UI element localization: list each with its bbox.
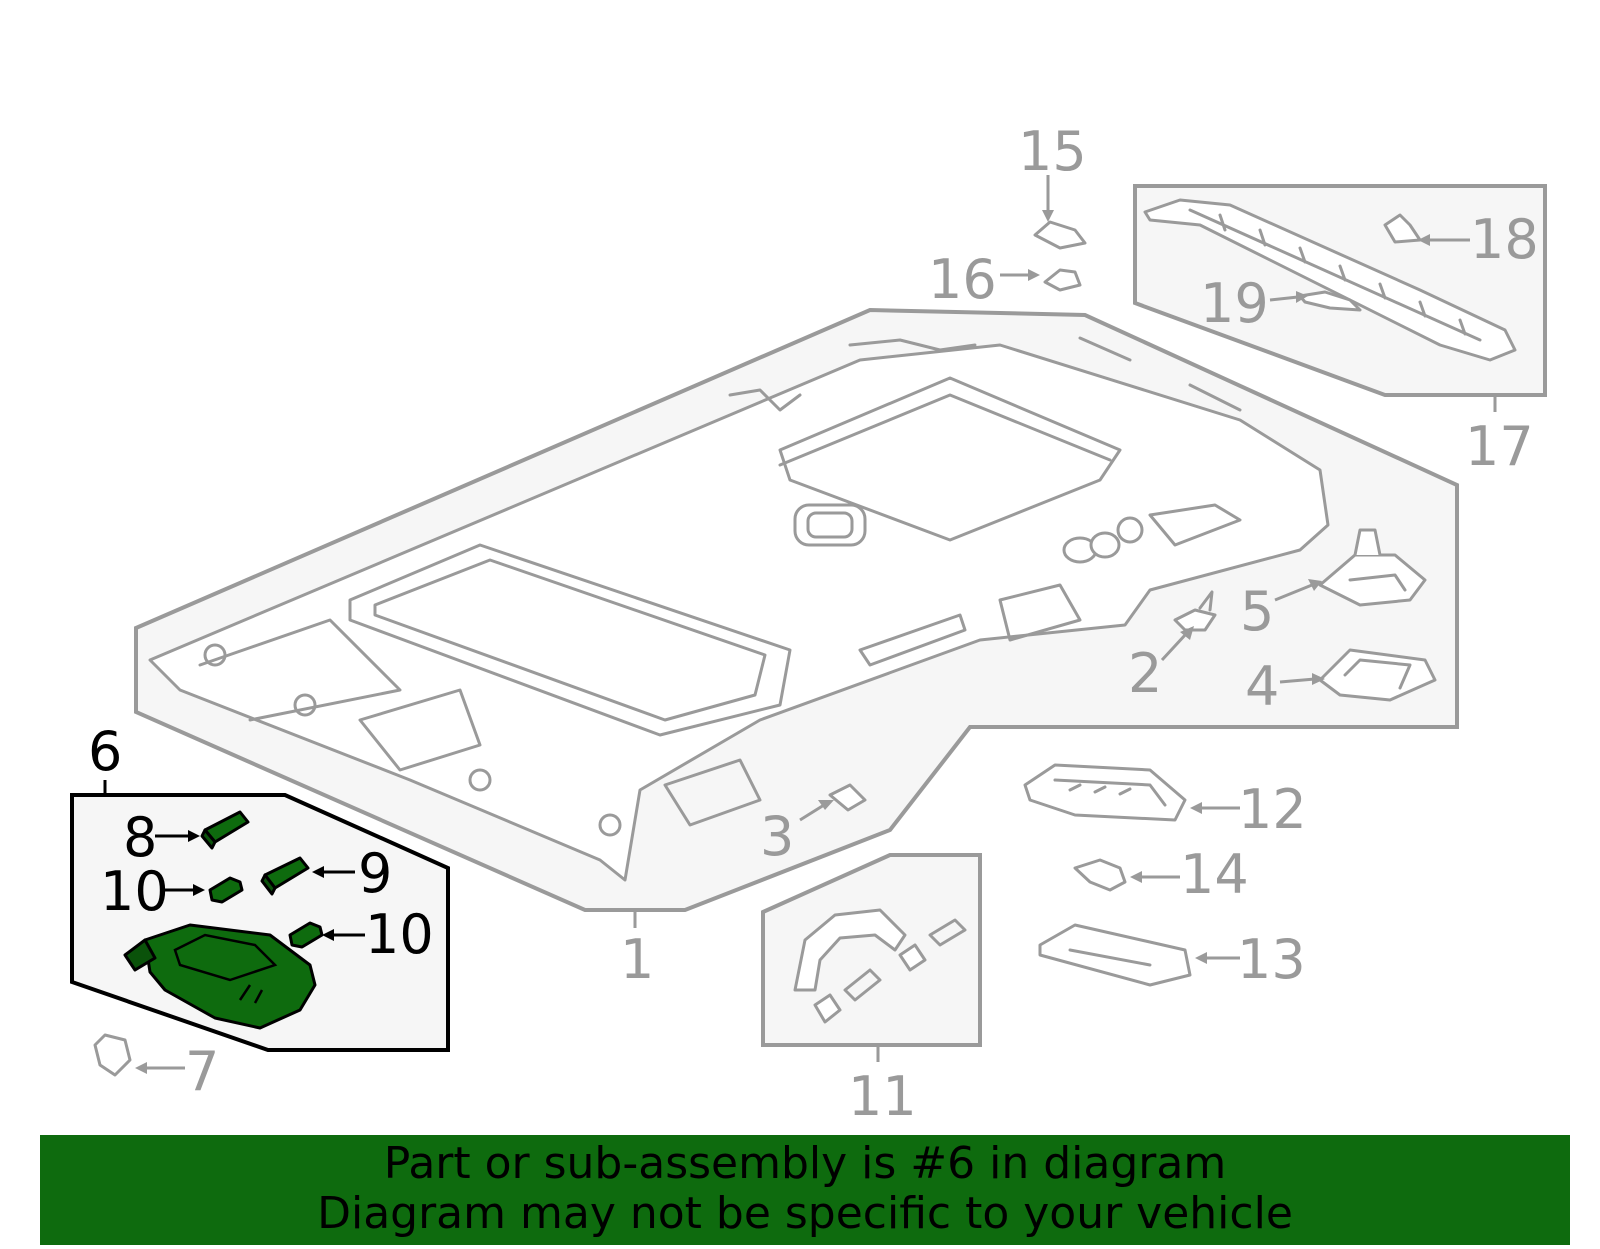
callout-arrows [103,175,1497,1074]
callout-10a: 10 [100,860,169,923]
callout-2: 2 [1128,642,1162,705]
banner-line-2: Diagram may not be specific to your vehi… [317,1188,1293,1239]
callout-10b: 10 [365,903,434,966]
sunvisor-hinge [123,938,157,972]
callout-17: 17 [1465,415,1534,478]
part-3-plug [828,783,867,812]
callout-5: 5 [1240,580,1274,643]
part-13-lens [1038,923,1192,987]
headliner-panel [134,307,1459,912]
part-17-trim-panel [1133,184,1547,397]
part-4-lamp [1318,648,1437,702]
callout-4: 4 [1245,655,1279,718]
part-11-grip-panel [761,853,982,1047]
callout-16: 16 [928,248,997,311]
callout-14: 14 [1180,843,1249,906]
part-10a-bushing [208,876,244,904]
part-7-clip [93,1033,132,1077]
callout-6: 6 [88,720,122,783]
part-15-bracket [1033,220,1087,250]
callout-15: 15 [1018,120,1087,183]
part-18-clip [1383,213,1422,244]
callout-18: 18 [1470,208,1539,271]
info-banner: Part or sub-assembly is #6 in diagram Di… [40,1135,1570,1245]
callout-19: 19 [1200,272,1269,335]
part-19-clip [1298,290,1362,312]
callout-11: 11 [848,1065,917,1128]
callout-1: 1 [620,928,654,991]
sunvisor-body [143,923,317,1030]
part-5-lamp-housing [1318,528,1427,607]
part-12-console [1023,763,1187,822]
part-16-clip [1043,268,1082,292]
part-6-sunvisor-group[interactable] [70,793,450,1052]
part-2-clip [1173,590,1217,632]
banner-line-1: Part or sub-assembly is #6 in diagram [383,1138,1227,1189]
callout-3: 3 [760,805,794,868]
callout-9: 9 [358,842,392,905]
callout-13: 13 [1237,928,1306,991]
callout-7: 7 [185,1040,219,1103]
callout-12: 12 [1238,778,1307,841]
part-14-bulb [1073,858,1127,892]
callout-8: 8 [123,806,157,869]
callout-labels: 15 16 18 19 17 5 2 4 3 12 14 13 1 11 7 6… [88,120,1539,1128]
